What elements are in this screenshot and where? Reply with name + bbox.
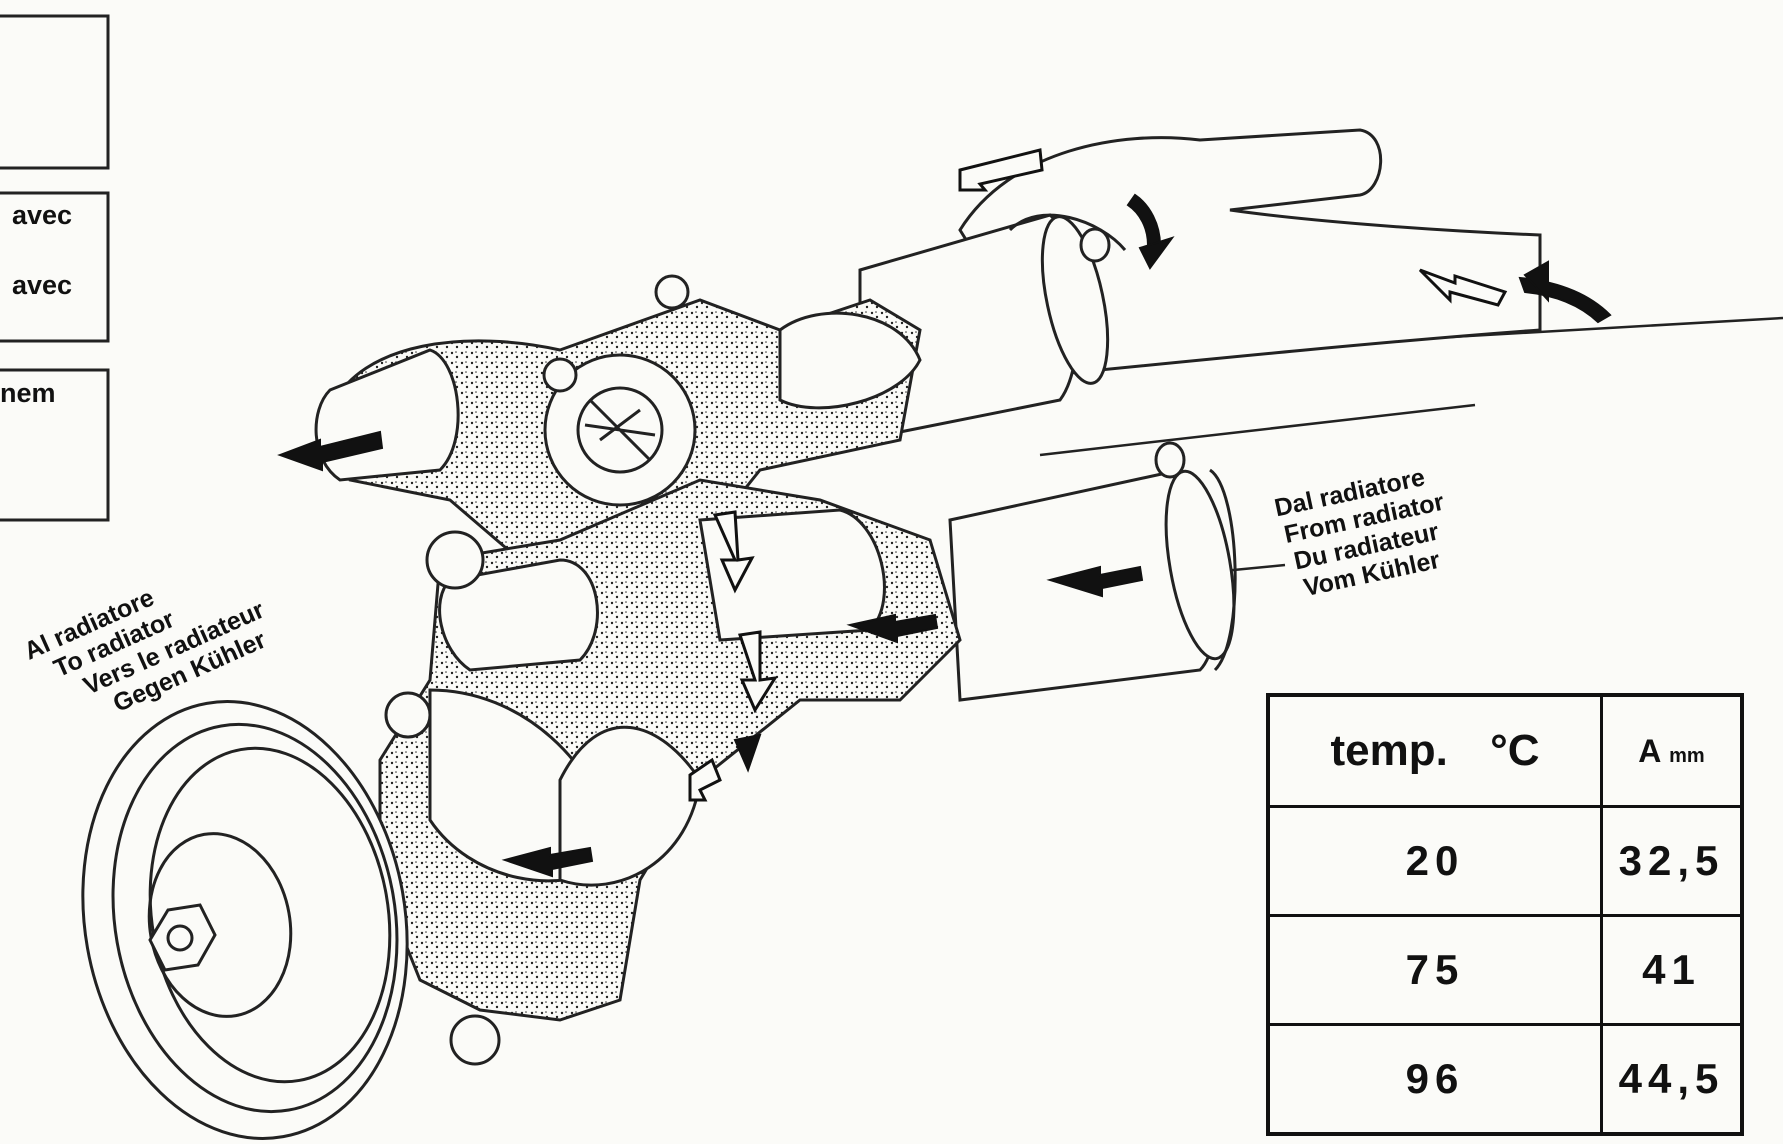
left-panel-fragment-1: avec (12, 200, 73, 230)
flow-arrows (277, 193, 1612, 878)
cell-a: 44,5 (1600, 1022, 1744, 1136)
pump-body (378, 478, 962, 1066)
header-a: A mm (1600, 693, 1744, 808)
temperature-opening-table: temp. °C A mm 20 32,5 75 41 96 44,5 (1266, 693, 1744, 1136)
header-temp-unit: °C (1490, 726, 1540, 775)
table-row: 20 32,5 (1266, 805, 1744, 917)
pulley (81, 700, 409, 1140)
left-panel-boxes (0, 14, 110, 522)
left-panel-fragment-3: nem (0, 378, 56, 408)
table-header-row: temp. °C A mm (1266, 693, 1744, 808)
cell-a: 32,5 (1600, 805, 1744, 917)
cell-temp: 75 (1266, 913, 1603, 1026)
header-a-unit: mm (1669, 744, 1705, 767)
header-temp-label: temp. (1330, 726, 1448, 775)
thermostat-housing (314, 274, 922, 562)
upper-hose (858, 128, 1542, 442)
table-row: 96 44,5 (1266, 1022, 1744, 1136)
header-a-label: A (1638, 732, 1661, 769)
header-temp: temp. °C (1266, 693, 1603, 808)
left-panel-fragment-2: avec (12, 270, 73, 300)
cell-temp: 20 (1266, 805, 1603, 917)
flow-arrows-outline (688, 148, 1508, 802)
cell-temp: 96 (1266, 1022, 1603, 1136)
cell-a: 41 (1600, 913, 1744, 1026)
table-row: 75 41 (1266, 913, 1744, 1026)
